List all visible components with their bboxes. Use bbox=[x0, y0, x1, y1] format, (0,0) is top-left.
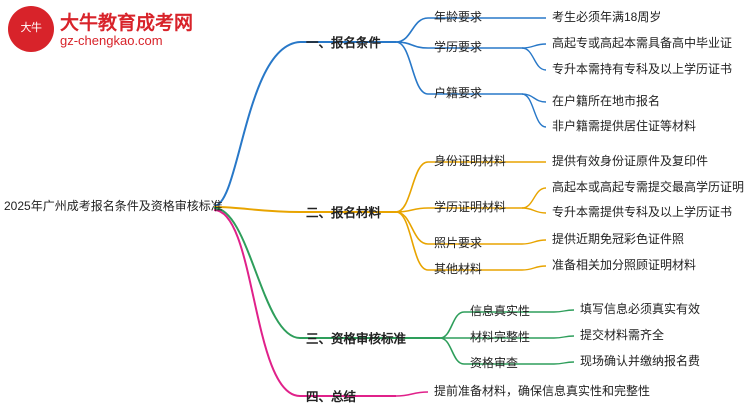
mindmap-leaf-education-2: 专升本需持有专科及以上学历证书 bbox=[552, 62, 733, 76]
logo-mark-icon: 大牛 bbox=[8, 6, 54, 52]
mindmap-leaf-age-1: 考生必须年满18周岁 bbox=[552, 10, 662, 24]
mindmap-node-residence-requirement: 户籍要求 bbox=[434, 86, 483, 100]
mindmap-branch-4-label: 四、总结 bbox=[306, 390, 357, 404]
mindmap-branch-1-label: 一、报名条件 bbox=[306, 36, 382, 50]
mindmap-node-material-completeness: 材料完整性 bbox=[470, 330, 531, 344]
mindmap-branch-2-label: 二、报名材料 bbox=[306, 206, 382, 220]
mindmap-leaf-education-material-2: 专升本需提供专科及以上学历证书 bbox=[552, 205, 733, 219]
mindmap-leaf-other-1: 准备相关加分照顾证明材料 bbox=[552, 258, 697, 272]
mindmap-node-qualification-review: 资格审查 bbox=[470, 356, 519, 370]
mindmap-leaf-education-1: 高起专或高起本需具备高中毕业证 bbox=[552, 36, 733, 50]
logo-title: 大牛教育成考网 bbox=[60, 13, 194, 34]
mindmap-node-education-requirement: 学历要求 bbox=[434, 40, 483, 54]
mindmap-leaf-id-1: 提供有效身份证原件及复印件 bbox=[552, 154, 709, 168]
mindmap-leaf-authenticity-1: 填写信息必须真实有效 bbox=[580, 302, 701, 316]
mindmap-leaf-education-material-1: 高起本或高起专需提交最高学历证明 bbox=[552, 180, 745, 194]
mindmap-leaf-completeness-1: 提交材料需齐全 bbox=[580, 328, 665, 342]
mindmap-node-id-materials: 身份证明材料 bbox=[434, 154, 507, 168]
mindmap-leaf-residence-1: 在户籍所在地市报名 bbox=[552, 94, 661, 108]
logo-subtitle: gz-chengkao.com bbox=[60, 33, 163, 48]
mindmap-node-age-requirement: 年龄要求 bbox=[434, 10, 483, 24]
mindmap-node-information-authenticity: 信息真实性 bbox=[470, 304, 531, 318]
mindmap-node-education-materials: 学历证明材料 bbox=[434, 200, 507, 214]
mindmap-node-other-materials: 其他材料 bbox=[434, 262, 483, 276]
mindmap-leaf-residence-2: 非户籍需提供居住证等材料 bbox=[552, 119, 697, 133]
mindmap-branch-3-label: 三、资格审核标准 bbox=[306, 332, 407, 346]
mindmap-root-node: 2025年广州成考报名条件及资格审核标准 bbox=[4, 199, 223, 213]
site-logo: 大牛 大牛教育成考网 gz-chengkao.com bbox=[8, 6, 198, 56]
mindmap-leaf-photo-1: 提供近期免冠彩色证件照 bbox=[552, 232, 685, 246]
mindmap-node-photo-requirement: 照片要求 bbox=[434, 236, 483, 250]
mindmap-leaf-review-1: 现场确认并缴纳报名费 bbox=[580, 354, 701, 368]
mindmap-leaf-summary-1: 提前准备材料，确保信息真实性和完整性 bbox=[434, 384, 651, 398]
